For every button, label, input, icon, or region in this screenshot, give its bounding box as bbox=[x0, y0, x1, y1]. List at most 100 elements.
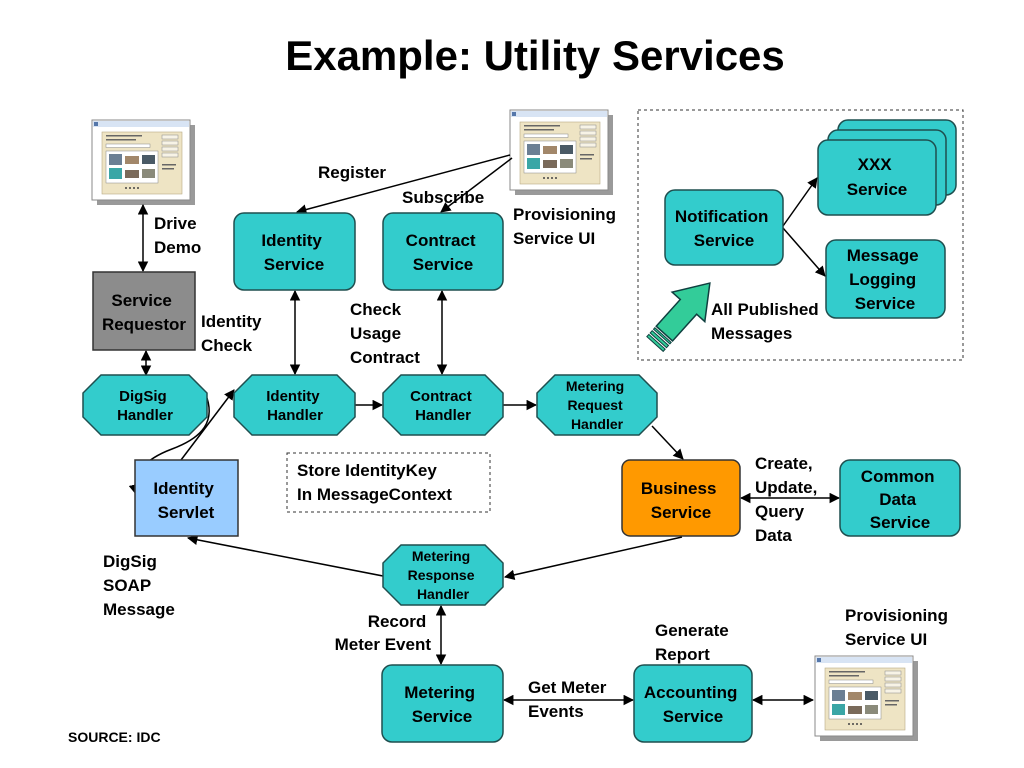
label-line: Metering bbox=[404, 683, 475, 702]
label-line: Contract bbox=[350, 348, 420, 367]
notification-service-box bbox=[664, 189, 784, 266]
digsig-handler-label: DigSig Handler bbox=[117, 388, 173, 424]
label-line: Service bbox=[855, 294, 916, 313]
identity-check-label: Identity Check bbox=[201, 312, 266, 355]
contract-service-label: Contract Service bbox=[406, 231, 481, 274]
label-line: Service UI bbox=[845, 630, 927, 649]
page-title: Example: Utility Services bbox=[285, 32, 785, 79]
identity-handler-octagon bbox=[233, 374, 356, 436]
label-line: Servlet bbox=[158, 503, 215, 522]
business-service-box bbox=[621, 459, 741, 537]
label-line: Usage bbox=[350, 324, 401, 343]
provisioning-ui-label-top: Provisioning Service UI bbox=[513, 205, 621, 248]
label-line: Requestor bbox=[102, 315, 186, 334]
xxx-service-label: XXX Service bbox=[847, 155, 908, 199]
label-line: DigSig bbox=[103, 552, 157, 571]
metering-request-handler-octagon bbox=[536, 374, 658, 436]
notification-service-label: Notification Service bbox=[675, 207, 773, 250]
provisioning-ui-label-bottom: Provisioning Service UI bbox=[845, 606, 953, 649]
label-line: SOAP bbox=[103, 576, 151, 595]
label-line: Service UI bbox=[513, 229, 595, 248]
label-line: DigSig bbox=[119, 388, 167, 405]
service-requestor-box bbox=[92, 271, 196, 351]
identity-service: Identity Service bbox=[233, 212, 356, 291]
metering-request-to-business-arrow bbox=[651, 425, 684, 460]
xxx-service-stack: XXX Service bbox=[817, 119, 957, 216]
get-meter-events-label: Get Meter Events bbox=[528, 678, 611, 721]
label-line: Messages bbox=[711, 324, 792, 343]
common-data-service-label: Common Data Service bbox=[861, 467, 939, 532]
label-line: Get Meter bbox=[528, 678, 607, 697]
note-box bbox=[286, 452, 491, 513]
accounting-service: Accounting Service bbox=[633, 664, 753, 743]
contract-service-box bbox=[382, 212, 504, 291]
metering-service: Metering Service bbox=[381, 664, 504, 743]
label-line: Message bbox=[103, 600, 175, 619]
metering-response-handler-octagon bbox=[382, 544, 504, 606]
notification-to-xxx-arrow bbox=[782, 177, 818, 227]
business-service-label: Business Service bbox=[641, 479, 721, 522]
business-to-metering-response-arrow bbox=[503, 536, 683, 581]
label-line: Store IdentityKey bbox=[297, 461, 437, 480]
label-line: In MessageContext bbox=[297, 485, 452, 504]
identity-service-label: Identity Service bbox=[261, 231, 326, 274]
label-line: Service bbox=[111, 291, 172, 310]
metering-response-handler: Metering Response Handler bbox=[382, 544, 504, 606]
label-line: Accounting bbox=[644, 683, 738, 702]
label-line: Handler bbox=[117, 407, 173, 424]
label-line: Handler bbox=[415, 407, 471, 424]
label-line: Demo bbox=[154, 238, 201, 257]
label-line: Report bbox=[655, 645, 710, 664]
servlet-to-identity-handler-arrow bbox=[180, 389, 235, 461]
provisioning-ui-thumbnail-icon bbox=[509, 109, 614, 196]
common-data-service-box bbox=[839, 459, 961, 537]
label-line: Service bbox=[264, 255, 325, 274]
store-identitykey-note: Store IdentityKey In MessageContext bbox=[286, 452, 491, 513]
message-logging-service-box bbox=[825, 239, 946, 319]
metering-request-handler-label: Metering Request Handler bbox=[566, 378, 628, 432]
generate-report-label: Generate Report bbox=[655, 621, 733, 664]
drive-demo-label: Drive Demo bbox=[154, 214, 201, 257]
identity-servlet-box bbox=[134, 459, 239, 537]
label-line: Service bbox=[412, 707, 473, 726]
business-service: Business Service bbox=[621, 459, 741, 537]
label-line: Common bbox=[861, 467, 935, 486]
label-line: Query bbox=[755, 502, 805, 521]
label-line: Check bbox=[201, 336, 253, 355]
source-note: SOURCE: IDC bbox=[68, 729, 161, 745]
metering-response-to-servlet-arrow bbox=[186, 534, 384, 577]
create-update-query-data-label: Create, Update, Query Data bbox=[755, 454, 822, 545]
identity-handler-label: Identity Handler bbox=[266, 388, 324, 424]
message-logging-service: Message Logging Service bbox=[825, 239, 946, 319]
arrow-tail-stripe bbox=[646, 333, 666, 353]
label-line: Data bbox=[879, 490, 916, 509]
label-line: Service bbox=[694, 231, 755, 250]
label-line: Data bbox=[755, 526, 792, 545]
metering-request-handler: Metering Request Handler bbox=[536, 374, 658, 436]
notification-to-logging-arrow bbox=[782, 227, 826, 277]
digsig-handler-octagon bbox=[82, 374, 208, 436]
label-line: Metering bbox=[412, 548, 470, 564]
metering-service-box bbox=[381, 664, 504, 743]
label-line: Metering bbox=[566, 378, 624, 394]
label-line: Update, bbox=[755, 478, 817, 497]
message-logging-service-label: Message Logging Service bbox=[847, 246, 924, 313]
label-line: Meter Event bbox=[335, 635, 432, 654]
arrow-tail-stripe bbox=[652, 327, 672, 345]
label-line: Service bbox=[870, 513, 931, 532]
label-line: Logging bbox=[849, 270, 916, 289]
digsig-soap-message-label: DigSig SOAP Message bbox=[103, 552, 175, 619]
label-line: Contract bbox=[406, 231, 476, 250]
label-line: Record bbox=[368, 612, 427, 631]
label-line: Identity bbox=[201, 312, 262, 331]
register-label: Register bbox=[318, 163, 386, 182]
label-line: Contract bbox=[410, 388, 472, 405]
label-line: Request bbox=[567, 397, 623, 413]
identity-service-box bbox=[233, 212, 356, 291]
digsig-handler: DigSig Handler bbox=[82, 374, 208, 436]
provisioning-ui-thumbnail-icon bbox=[814, 655, 919, 742]
identity-servlet: Identity Servlet bbox=[134, 459, 239, 537]
label-line: Events bbox=[528, 702, 584, 721]
common-data-service: Common Data Service bbox=[839, 459, 961, 537]
